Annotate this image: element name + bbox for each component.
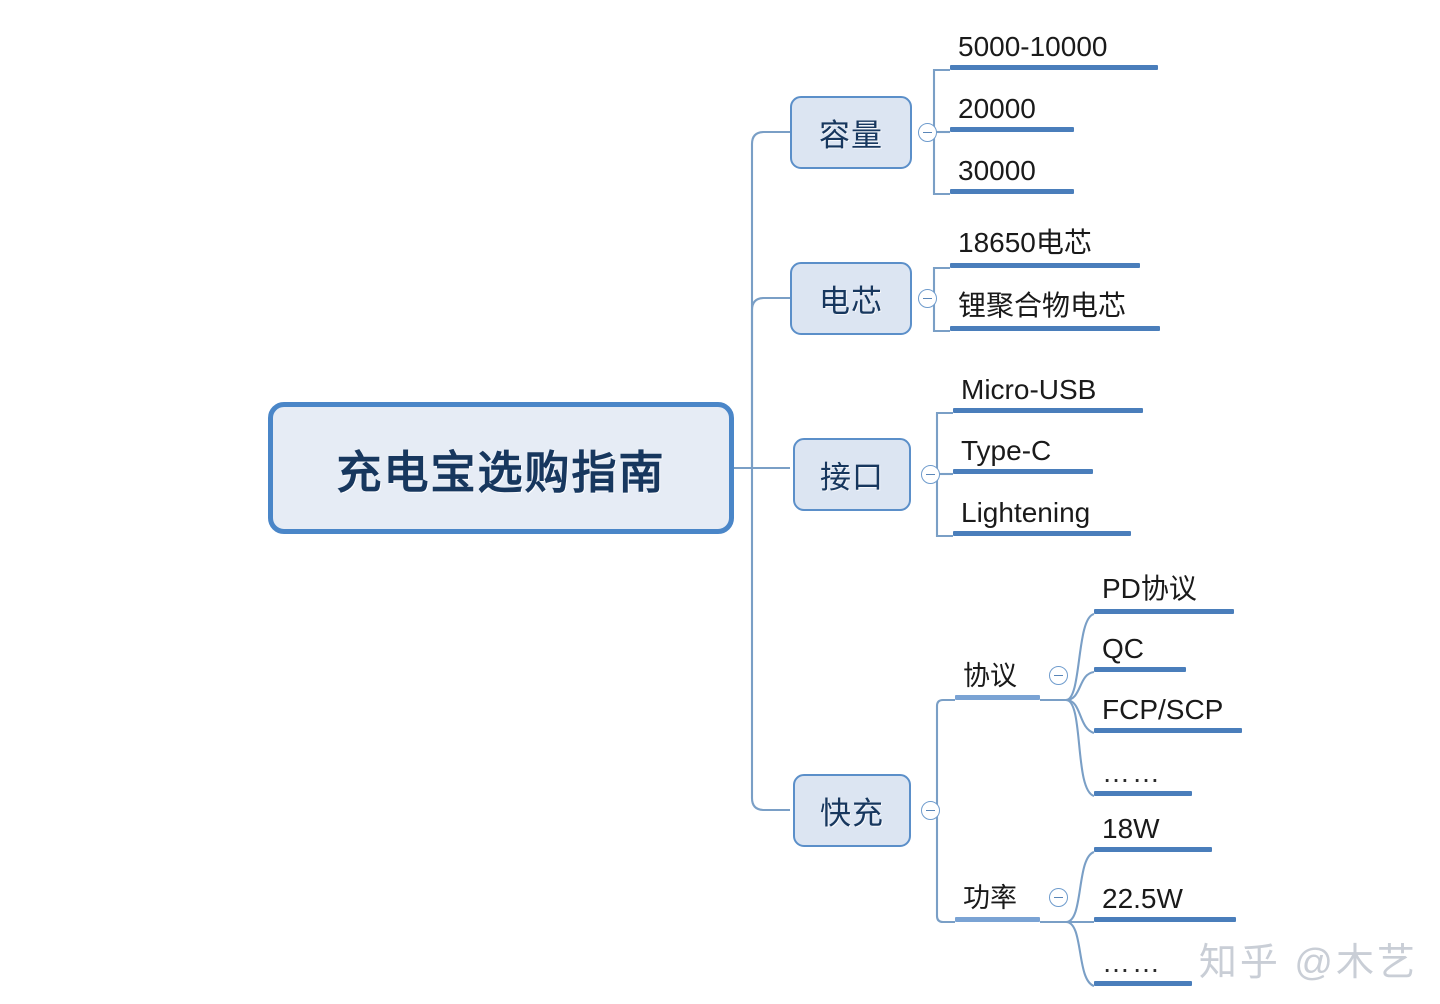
branch-node-cell-label: 电芯: [819, 284, 883, 319]
mid-node-power-label: 功率: [963, 883, 1017, 913]
branch-node-cell[interactable]: 电芯: [790, 262, 912, 335]
leaf-protocol-4-label: ……: [1102, 757, 1162, 788]
wire-root-to-cell: [750, 296, 790, 468]
root-node-label: 充电宝选购指南: [336, 446, 666, 498]
wire-cell-c2: [932, 298, 950, 333]
collapse-toggle-cell[interactable]: [918, 289, 937, 308]
leaf-cell-2-label: 锂聚合物电芯: [958, 290, 1127, 321]
leaf-protocol-3-label: FCP/SCP: [1102, 694, 1224, 725]
leaf-power-1-label: 18W: [1102, 813, 1160, 844]
leaf-capacity-2-label: 20000: [958, 93, 1036, 124]
wire-cell-c1: [932, 266, 950, 298]
wire-power-c3: [1065, 920, 1095, 987]
leaf-protocol-1-label: PD协议: [1102, 573, 1197, 604]
leaf-port-1[interactable]: Micro-USB: [953, 365, 1143, 413]
wire-power-c1: [1065, 851, 1095, 924]
collapse-toggle-power[interactable]: [1049, 888, 1068, 907]
leaf-protocol-3[interactable]: FCP/SCP: [1094, 685, 1242, 733]
leaf-cell-1-label: 18650电芯: [958, 227, 1092, 258]
leaf-protocol-3-bar: [1094, 728, 1242, 733]
leaf-protocol-2-label: QC: [1102, 633, 1144, 664]
wire-port-c1: [935, 411, 953, 474]
wire-protocol-c1: [1065, 612, 1095, 702]
wire-fastcharge-protocol: [935, 698, 955, 810]
root-node[interactable]: 充电宝选购指南: [268, 402, 734, 534]
leaf-capacity-1-bar: [950, 65, 1158, 70]
leaf-port-3-bar: [953, 531, 1131, 536]
leaf-port-3-label: Lightening: [961, 497, 1091, 528]
mid-node-protocol[interactable]: 协议: [955, 652, 1040, 700]
leaf-capacity-1[interactable]: 5000-10000: [950, 22, 1158, 70]
leaf-power-1[interactable]: 18W: [1094, 804, 1212, 852]
leaf-power-2-bar: [1094, 917, 1236, 922]
mid-node-protocol-bar: [955, 695, 1040, 700]
leaf-capacity-2[interactable]: 20000: [950, 84, 1074, 132]
leaf-port-2[interactable]: Type-C: [953, 426, 1093, 474]
leaf-port-2-bar: [953, 469, 1093, 474]
branch-node-port[interactable]: 接口: [793, 438, 911, 511]
leaf-capacity-3-bar: [950, 189, 1074, 194]
leaf-power-2-label: 22.5W: [1102, 883, 1183, 914]
leaf-power-3-bar: [1094, 981, 1192, 986]
wire-protocol-c2: [1065, 670, 1095, 702]
mid-node-power-bar: [955, 917, 1040, 922]
leaf-cell-1-bar: [950, 263, 1140, 268]
leaf-capacity-2-bar: [950, 127, 1074, 132]
leaf-port-3[interactable]: Lightening: [953, 488, 1131, 536]
branch-node-port-label: 接口: [820, 460, 884, 495]
collapse-toggle-port[interactable]: [921, 465, 940, 484]
watermark: 知乎 @木艺: [1198, 942, 1418, 984]
collapse-toggle-fastcharge[interactable]: [921, 801, 940, 820]
wire-capacity-c1: [932, 68, 950, 132]
leaf-port-2-label: Type-C: [961, 435, 1052, 466]
leaf-capacity-1-label: 5000-10000: [958, 31, 1108, 62]
leaf-cell-2-bar: [950, 326, 1160, 331]
leaf-power-2[interactable]: 22.5W: [1094, 874, 1236, 922]
leaf-port-1-label: Micro-USB: [961, 374, 1097, 405]
wire-port-c3: [935, 474, 953, 538]
leaf-power-3-label: ……: [1102, 947, 1162, 978]
wire-protocol-c4: [1065, 698, 1095, 798]
mid-node-power[interactable]: 功率: [955, 874, 1040, 922]
leaf-protocol-4[interactable]: ……: [1094, 748, 1192, 796]
leaf-port-1-bar: [953, 408, 1143, 413]
wire-capacity-c3: [932, 132, 950, 196]
leaf-power-1-bar: [1094, 847, 1212, 852]
branch-node-capacity[interactable]: 容量: [790, 96, 912, 169]
wire-fastcharge-power: [935, 810, 955, 924]
leaf-cell-2[interactable]: 锂聚合物电芯: [950, 283, 1160, 331]
leaf-cell-1[interactable]: 18650电芯: [950, 220, 1140, 268]
leaf-capacity-3-label: 30000: [958, 155, 1036, 186]
leaf-protocol-4-bar: [1094, 791, 1192, 796]
leaf-protocol-1[interactable]: PD协议: [1094, 566, 1234, 614]
wire-root-to-capacity: [750, 130, 790, 468]
leaf-protocol-2-bar: [1094, 667, 1186, 672]
wire-root-to-fastcharge: [750, 468, 790, 812]
mid-node-protocol-label: 协议: [963, 661, 1017, 691]
wire-protocol-c3: [1065, 698, 1095, 735]
leaf-protocol-1-bar: [1094, 609, 1234, 614]
collapse-toggle-capacity[interactable]: [918, 123, 937, 142]
branch-node-capacity-label: 容量: [819, 118, 883, 153]
leaf-capacity-3[interactable]: 30000: [950, 146, 1074, 194]
leaf-power-3[interactable]: ……: [1094, 938, 1192, 986]
leaf-protocol-2[interactable]: QC: [1094, 624, 1186, 672]
branch-node-fastcharge[interactable]: 快充: [793, 774, 911, 847]
collapse-toggle-protocol[interactable]: [1049, 666, 1068, 685]
branch-node-fastcharge-label: 快充: [820, 796, 884, 831]
